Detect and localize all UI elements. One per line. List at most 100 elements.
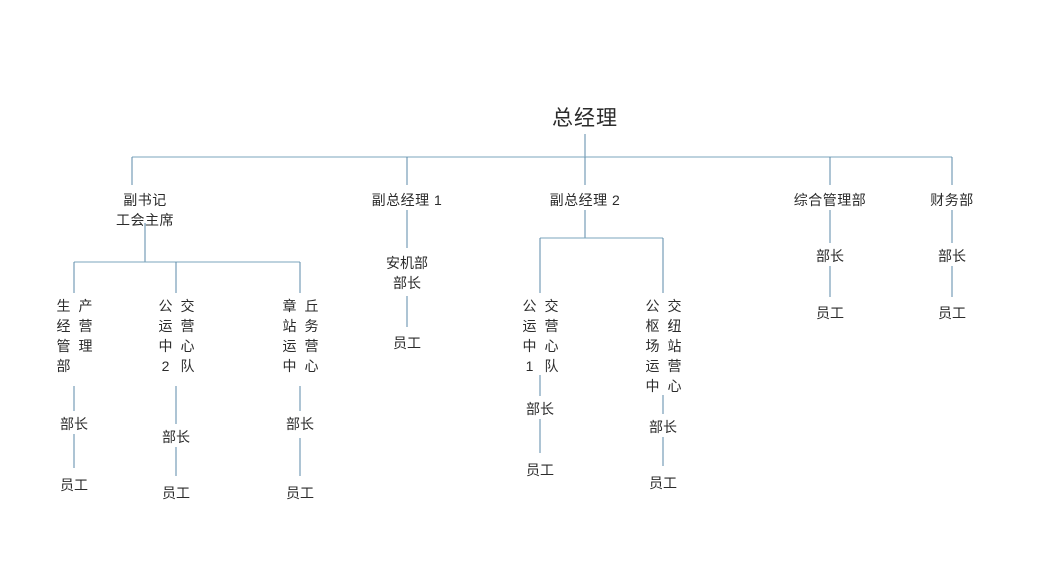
node-bus-team-1-staff[interactable]: 员工 (510, 460, 570, 480)
node-zhangqiu-director-label: 部长 (286, 416, 314, 432)
node-deputy-secretary-line2: 工会主席 (116, 212, 174, 229)
vlabel-char: 公 (645, 298, 660, 314)
vlabel-char: 部 (56, 358, 71, 374)
vlabel-char: 章 (282, 298, 297, 314)
vlabel-char: 营 (667, 358, 682, 374)
node-finance-staff[interactable]: 员工 (922, 303, 982, 323)
vlabel-char: 丘 (304, 298, 319, 314)
vlabel-char: 中 (522, 338, 537, 354)
node-bus-team-2-director-label: 部长 (162, 429, 190, 445)
node-root-general-manager[interactable]: 总经理 (535, 104, 635, 134)
node-general-admin-staff[interactable]: 员工 (800, 303, 860, 323)
vlabel-char: 场 (645, 338, 660, 354)
node-general-admin-director-label: 部长 (816, 248, 844, 264)
vlabel-char: 运 (282, 338, 297, 354)
node-safety-machinery-dept-label: 安机部 (386, 255, 428, 271)
vlabel-char: 运 (645, 358, 660, 374)
node-finance-dept[interactable]: 财务部 (902, 190, 1002, 210)
vlabel-col-left: 交营心队 (544, 296, 559, 376)
vlabel-char: 中 (282, 358, 297, 374)
node-bus-hub-station-operation-center[interactable]: 公枢场运中 交纽站营心 (645, 296, 682, 396)
vlabel-char: 心 (304, 358, 319, 374)
vlabel-col-right: 公运中 2 (158, 296, 173, 376)
node-safety-machinery-dept[interactable]: 安机部 部长 (357, 253, 457, 294)
vlabel-char: 枢 (645, 318, 660, 334)
vlabel-col-right: 生经管部 (56, 296, 71, 376)
vlabel-char: 产 (78, 298, 93, 314)
vlabel-char: 公 (522, 298, 537, 314)
vlabel-char: 队 (180, 358, 195, 374)
node-deputy-secretary-line1: 副书记 (123, 192, 167, 208)
vlabel-char: 中 (645, 378, 660, 394)
node-bus-hub-staff-label: 员工 (649, 475, 677, 491)
node-safety-machinery-dept-director: 部长 (393, 275, 421, 292)
vlabel-char: 运 (158, 318, 173, 334)
node-zhangqiu-staff-label: 员工 (286, 485, 314, 501)
node-production-dept-director-label: 部长 (60, 416, 88, 432)
node-bus-operation-center-team-2[interactable]: 公运中 2 交营心队 (158, 296, 195, 376)
node-general-admin-dept[interactable]: 综合管理部 (770, 190, 890, 210)
vlabel-col-left: 丘务营心 (304, 296, 319, 376)
vlabel-char: 经 (56, 318, 71, 334)
vlabel-col-right: 章站运中 (282, 296, 297, 376)
vlabel-char: 理 (78, 338, 93, 354)
node-bus-hub-staff[interactable]: 员工 (633, 473, 693, 493)
vlabel-char: 心 (544, 338, 559, 354)
node-deputy-gm-2[interactable]: 副总经理 2 (525, 190, 645, 210)
vlabel-char: 交 (180, 298, 195, 314)
node-root-label: 总经理 (552, 107, 618, 130)
vlabel-char: 交 (544, 298, 559, 314)
node-production-dept-director[interactable]: 部长 (44, 414, 104, 434)
node-general-admin-staff-label: 员工 (816, 305, 844, 321)
node-bus-team-1-director-label: 部长 (526, 401, 554, 417)
node-safety-machinery-dept-staff[interactable]: 员工 (377, 333, 437, 353)
vlabel-char: 公 (158, 298, 173, 314)
node-bus-team-2-staff[interactable]: 员工 (146, 483, 206, 503)
node-deputy-gm-1[interactable]: 副总经理 1 (347, 190, 467, 210)
node-deputy-gm-2-label: 副总经理 2 (549, 192, 621, 208)
node-production-operation-management-dept[interactable]: 生经管部 产营理 (56, 296, 93, 376)
vlabel-char: 纽 (667, 318, 682, 334)
node-bus-hub-director-label: 部长 (649, 419, 677, 435)
node-finance-director[interactable]: 部长 (922, 246, 982, 266)
vlabel-char: 2 (161, 358, 170, 374)
node-finance-dept-label: 财务部 (930, 192, 974, 208)
vlabel-col-left: 产营理 (78, 296, 93, 376)
node-production-dept-staff[interactable]: 员工 (44, 475, 104, 495)
node-deputy-secretary[interactable]: 副书记 工会主席 (95, 190, 195, 231)
vlabel-char: 心 (180, 338, 195, 354)
vlabel-char: 营 (78, 318, 93, 334)
vlabel-char: 营 (304, 338, 319, 354)
node-bus-hub-director[interactable]: 部长 (633, 417, 693, 437)
vlabel-col-left: 交纽站营心 (667, 296, 682, 396)
node-zhangqiu-director[interactable]: 部长 (270, 414, 330, 434)
node-safety-machinery-dept-staff-label: 员工 (393, 335, 421, 351)
vlabel-char: 营 (544, 318, 559, 334)
node-bus-team-2-staff-label: 员工 (162, 485, 190, 501)
node-general-admin-director[interactable]: 部长 (800, 246, 860, 266)
node-bus-team-2-director[interactable]: 部长 (146, 427, 206, 447)
vlabel-col-left: 交营心队 (180, 296, 195, 376)
vlabel-char: 生 (56, 298, 71, 314)
node-bus-team-1-staff-label: 员工 (526, 462, 554, 478)
vlabel-char: 队 (544, 358, 559, 374)
node-bus-team-1-director[interactable]: 部长 (510, 399, 570, 419)
vlabel-char: 中 (158, 338, 173, 354)
node-zhangqiu-station-operation-center[interactable]: 章站运中 丘务营心 (282, 296, 319, 376)
node-zhangqiu-staff[interactable]: 员工 (270, 483, 330, 503)
vlabel-char: 站 (282, 318, 297, 334)
vlabel-char: 站 (667, 338, 682, 354)
vlabel-char: 管 (56, 338, 71, 354)
node-deputy-gm-1-label: 副总经理 1 (371, 192, 443, 208)
vlabel-char: 务 (304, 318, 319, 334)
node-production-dept-staff-label: 员工 (60, 477, 88, 493)
vlabel-char: 心 (667, 378, 682, 394)
node-finance-staff-label: 员工 (938, 305, 966, 321)
node-finance-director-label: 部长 (938, 248, 966, 264)
vlabel-char: 运 (522, 318, 537, 334)
vlabel-char: 营 (180, 318, 195, 334)
node-general-admin-dept-label: 综合管理部 (793, 192, 867, 208)
